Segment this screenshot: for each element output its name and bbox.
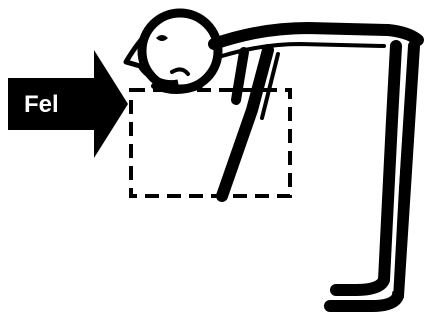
eye-mark bbox=[156, 35, 168, 41]
arrow-shape bbox=[8, 50, 128, 158]
figure-back bbox=[208, 22, 424, 50]
figure-leg-front bbox=[324, 40, 420, 312]
arrow-label: Fel bbox=[24, 91, 59, 118]
face-profile bbox=[123, 32, 179, 86]
load-box-outline bbox=[129, 88, 292, 198]
figure-arm-near bbox=[216, 44, 274, 202]
hand-on-head bbox=[151, 83, 203, 94]
figure-head bbox=[123, 8, 223, 94]
figure-arm-outline bbox=[260, 52, 280, 120]
figure-arm-far bbox=[231, 47, 249, 105]
figure-leg-back bbox=[330, 40, 402, 296]
wrong-label-arrow: Fel bbox=[8, 50, 128, 158]
ear-mark bbox=[170, 67, 190, 76]
figure-leg-gap bbox=[390, 58, 406, 292]
